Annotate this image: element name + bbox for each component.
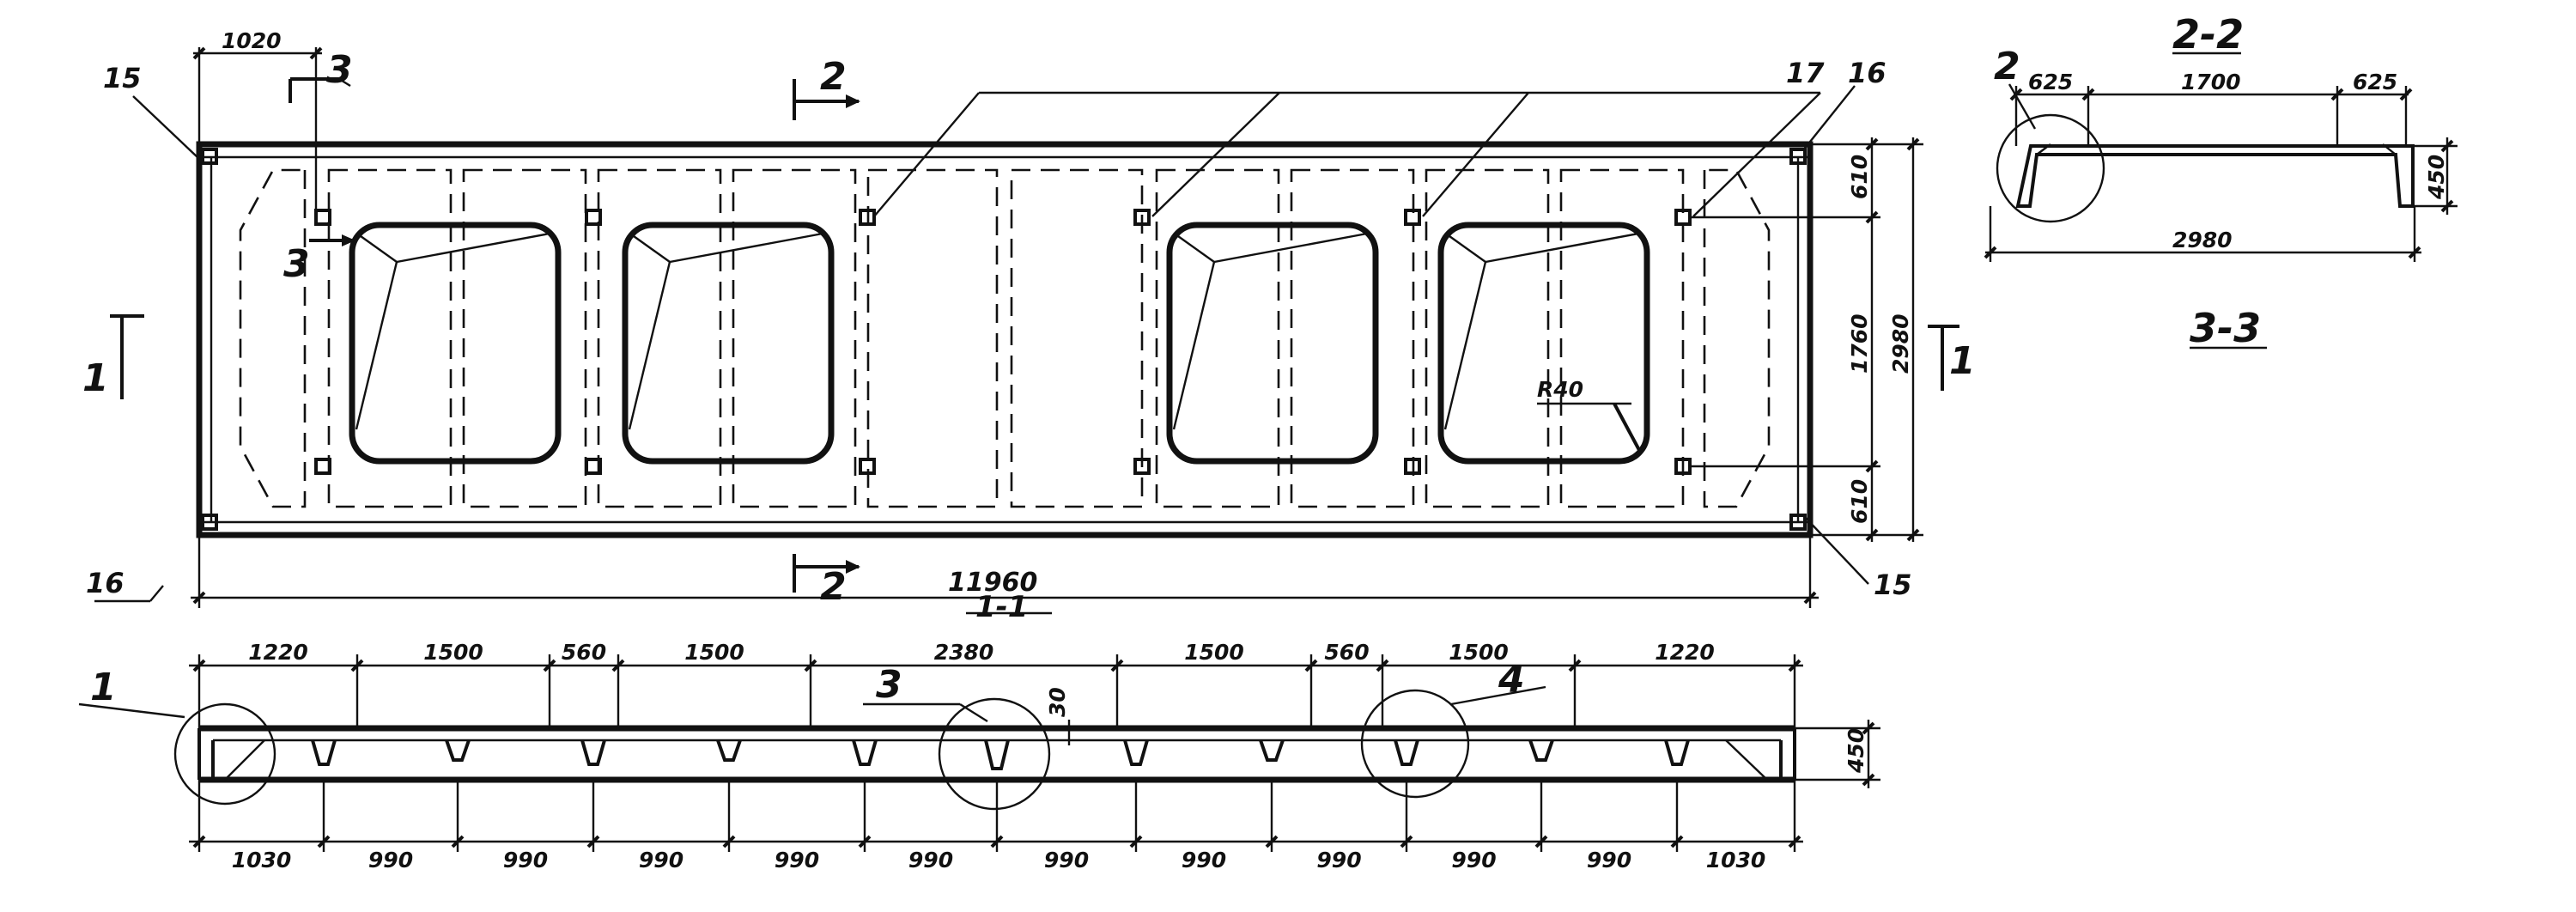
elevation-top-dim: 1500 xyxy=(1449,640,1509,665)
elevation-section xyxy=(78,654,1880,843)
detail-circle-3 xyxy=(938,697,1051,811)
cut-label-1-left: 1 xyxy=(82,356,109,400)
mark-17: 17 xyxy=(1786,57,1825,89)
detail-circle-1 xyxy=(173,702,276,806)
dim-height-total: 2980 xyxy=(1888,313,1913,374)
elevation-leader-4: 4 xyxy=(1498,658,1525,702)
dim-top-offset: 1020 xyxy=(222,28,282,53)
section-2-2-leader: 2 xyxy=(1994,45,2020,88)
cut-label-3-bottom: 3 xyxy=(283,242,310,286)
detail-circle-2 xyxy=(1996,113,2105,223)
mark-16-bottom: 16 xyxy=(86,567,125,599)
elevation-top-dim: 1500 xyxy=(1184,640,1244,665)
section-2-2-dim-mid: 1700 xyxy=(2181,70,2241,94)
elevation-bottom-dim: 990 xyxy=(1182,848,1226,872)
opening-4 xyxy=(1437,222,1650,465)
section-2-2-dim-bottom: 2980 xyxy=(2172,228,2233,252)
cut-label-2-bottom: 2 xyxy=(820,565,847,609)
radius-label: R40 xyxy=(1537,377,1583,402)
dim-overall-length: 11960 xyxy=(948,568,1037,598)
elevation-bottom-dim: 990 xyxy=(775,848,819,872)
embedded-plates xyxy=(314,209,1692,475)
slab-outline xyxy=(196,141,1814,538)
elevation-leader-1: 1 xyxy=(90,666,117,709)
elevation-top-dim: 1220 xyxy=(248,640,308,665)
elevation-bottom-dim: 990 xyxy=(368,848,413,872)
elevation-top-dim: 1500 xyxy=(423,640,483,665)
mark-16-top: 16 xyxy=(1848,57,1886,89)
elevation-top-dim: 1220 xyxy=(1655,640,1715,665)
mark-15-bottom: 15 xyxy=(1874,568,1912,601)
elevation-bottom-dim: 990 xyxy=(503,848,548,872)
elevation-bottom-dim: 990 xyxy=(639,848,683,872)
corner-mark xyxy=(1789,148,1807,165)
section-2-2 xyxy=(1984,52,2458,350)
cut-label-2-top: 2 xyxy=(820,55,847,99)
elevation-rib-depth: 30 xyxy=(1045,687,1070,717)
elevation-bottom-dim: 1030 xyxy=(232,848,292,872)
detail-circle-4 xyxy=(1360,689,1470,799)
dim-height-inner: 1760 xyxy=(1847,313,1872,374)
elevation-bottom-dim: 990 xyxy=(1316,848,1361,872)
section-2-2-profile xyxy=(2015,144,2415,208)
cut-label-1-right: 1 xyxy=(1949,339,1976,383)
end-zone-left xyxy=(239,168,307,508)
corner-mark xyxy=(201,514,218,531)
elevation-bottom-dim: 990 xyxy=(1044,848,1089,872)
mark-15-top: 15 xyxy=(103,62,142,94)
elevation-leader-3: 3 xyxy=(876,663,902,707)
elevation-height: 450 xyxy=(1844,728,1868,774)
dim-height-edge-top: 610 xyxy=(1847,155,1872,199)
opening-2 xyxy=(622,222,835,465)
elevation-top-dim: 560 xyxy=(1324,640,1369,665)
opening-3 xyxy=(1166,222,1379,465)
dim-height-edge-bottom: 610 xyxy=(1847,479,1872,524)
elevation-top-dim: 2380 xyxy=(934,640,994,665)
elevation-bottom-dim: 990 xyxy=(908,848,953,872)
elevation-top-dim: 1500 xyxy=(684,640,744,665)
end-zone-right xyxy=(1703,168,1771,508)
section-label-1-1: 1-1 xyxy=(975,590,1028,624)
ribs xyxy=(311,739,1690,770)
cut-mark-3-bottom xyxy=(309,234,355,246)
cut-mark-1-left xyxy=(110,314,144,399)
rib-cells xyxy=(327,168,1685,508)
elevation-bottom-dim: 990 xyxy=(1587,848,1631,872)
elevation-top-dim: 560 xyxy=(562,640,606,665)
cut-label-3-top: 3 xyxy=(326,48,353,92)
cut-mark-2-top xyxy=(793,79,860,120)
section-2-2-dim-height: 450 xyxy=(2424,155,2449,200)
cut-mark-3-top xyxy=(289,77,351,103)
section-3-3-title: 3-3 xyxy=(2190,305,2261,351)
opening-1 xyxy=(349,222,562,465)
leader-17 xyxy=(873,91,1821,217)
corner-mark xyxy=(1789,514,1807,531)
elevation-bottom-dim: 1030 xyxy=(1706,848,1766,872)
cut-mark-1-right xyxy=(1928,325,1959,391)
section-2-2-title: 2-2 xyxy=(2172,11,2244,58)
plan-view xyxy=(94,46,1959,615)
elevation-bottom-dim: 990 xyxy=(1451,848,1496,872)
section-2-2-dim-right: 625 xyxy=(2353,70,2397,94)
openings xyxy=(349,222,1650,465)
section-2-2-dim-left: 625 xyxy=(2028,70,2073,94)
corner-mark xyxy=(201,148,218,165)
cut-mark-2-bottom xyxy=(793,554,860,593)
